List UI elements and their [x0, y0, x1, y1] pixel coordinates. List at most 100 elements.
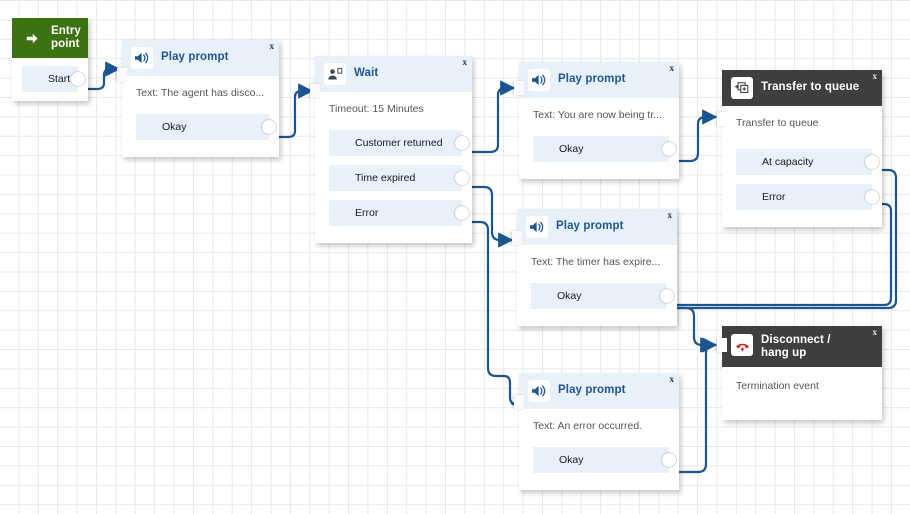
- body-spacer: [136, 100, 269, 114]
- close-icon[interactable]: x: [669, 63, 675, 73]
- port-row-customer-returned[interactable]: Customer returned: [329, 129, 469, 156]
- port-row-error[interactable]: Error: [329, 199, 469, 226]
- node-description-play-prompt-3: Text: The timer has expire...: [531, 256, 661, 268]
- node-description-wait: Timeout: 15 Minutes: [329, 103, 424, 115]
- node-play-prompt-4[interactable]: Play prompt x Text: An error occurred. O…: [514, 373, 679, 490]
- input-nub-play-prompt-3[interactable]: [512, 231, 522, 245]
- port-dot-okay[interactable]: [662, 141, 676, 156]
- node-footer-pad: [315, 234, 472, 243]
- input-nub-transfer-to-queue[interactable]: [717, 112, 727, 126]
- port-row-okay[interactable]: Okay: [533, 446, 676, 473]
- close-icon[interactable]: x: [462, 57, 468, 67]
- body-spacer: [531, 269, 667, 283]
- input-nub-play-prompt-1[interactable]: [117, 68, 127, 82]
- node-header-play-prompt-2: Play prompt x: [519, 62, 679, 98]
- port-row-at-capacity[interactable]: At capacity: [736, 148, 879, 175]
- person-wait-icon: [324, 63, 346, 85]
- transfer-queue-icon: [731, 77, 753, 99]
- port-label-okay: Okay: [557, 289, 582, 302]
- body-spacer: [533, 433, 669, 447]
- node-footer-pad: [722, 218, 882, 227]
- node-footer-pad: [519, 170, 679, 179]
- close-icon[interactable]: x: [872, 327, 878, 337]
- node-body-play-prompt-3: Text: The timer has expire... Okay: [517, 245, 677, 317]
- port-label-okay: Okay: [162, 120, 187, 133]
- node-description-transfer-to-queue: Transfer to queue: [736, 117, 819, 129]
- wire-wait-to-prompt2: [466, 80, 516, 154]
- input-nub-play-prompt-4[interactable]: [514, 395, 524, 409]
- port-row-start[interactable]: Start: [22, 66, 85, 93]
- speaker-icon: [528, 69, 550, 91]
- input-nub-disconnect-hang-up[interactable]: [717, 338, 727, 352]
- node-body-play-prompt-1: Text: The agent has disco... Okay: [122, 76, 279, 148]
- node-title-wait: Wait: [354, 67, 379, 80]
- speaker-icon: [528, 380, 550, 402]
- node-entry-point[interactable]: Entry point Start: [12, 18, 88, 102]
- port-dot-okay[interactable]: [660, 288, 674, 303]
- input-nub-play-prompt-2[interactable]: [514, 81, 524, 95]
- port-label-error: Error: [355, 206, 379, 219]
- wire-wait-to-prompt3: [466, 185, 514, 248]
- port-dot-okay[interactable]: [662, 452, 676, 467]
- node-body-play-prompt-2: Text: You are now being tr... Okay: [519, 98, 679, 170]
- node-title-play-prompt-4: Play prompt: [558, 384, 626, 397]
- wire-wait-to-prompt4: [466, 220, 526, 412]
- close-icon[interactable]: x: [269, 41, 275, 51]
- port-dot-okay[interactable]: [262, 119, 276, 134]
- node-header-transfer-to-queue: Transfer to queue x: [722, 70, 882, 106]
- node-footer-pad: [12, 92, 88, 101]
- node-body-entry-point: Start: [12, 58, 88, 93]
- port-label-start: Start: [48, 73, 71, 86]
- node-play-prompt-1[interactable]: Play prompt x Text: The agent has disco.…: [117, 40, 279, 157]
- node-header-play-prompt-3: Play prompt x: [517, 209, 677, 245]
- node-title-play-prompt-2: Play prompt: [558, 73, 626, 86]
- node-header-disconnect-hang-up: Disconnect / hang up x: [722, 326, 882, 368]
- node-description-play-prompt-4: Text: An error occurred.: [533, 420, 643, 432]
- node-description-play-prompt-1: Text: The agent has disco...: [136, 87, 265, 99]
- node-wait[interactable]: Wait x Timeout: 15 Minutes Customer retu…: [310, 56, 472, 243]
- phone-hangup-icon: [731, 334, 753, 356]
- close-icon[interactable]: x: [872, 71, 878, 81]
- port-dot-time-expired[interactable]: [455, 170, 469, 185]
- close-icon[interactable]: x: [669, 374, 675, 384]
- node-header-play-prompt-1: Play prompt x: [122, 40, 279, 76]
- node-play-prompt-2[interactable]: Play prompt x Text: You are now being tr…: [514, 62, 679, 179]
- node-header-wait: Wait x: [315, 56, 472, 92]
- port-row-okay[interactable]: Okay: [533, 135, 676, 162]
- node-body-transfer-to-queue: Transfer to queue At capacity Error: [722, 106, 882, 218]
- body-spacer: [329, 116, 462, 130]
- port-label-error: Error: [762, 190, 786, 203]
- arrow-right-into-box-icon: [21, 27, 43, 49]
- speaker-icon: [131, 47, 153, 69]
- node-description-disconnect-hang-up: Termination event: [736, 380, 819, 393]
- node-disconnect-hang-up[interactable]: Disconnect / hang up x Termination event: [717, 326, 882, 421]
- port-dot-error[interactable]: [455, 205, 469, 220]
- node-title-entry-point: Entry point: [51, 25, 81, 51]
- port-label-okay: Okay: [559, 453, 584, 466]
- port-row-error[interactable]: Error: [736, 183, 879, 210]
- node-body-wait: Timeout: 15 Minutes Customer returned Ti…: [315, 92, 472, 234]
- port-dot-start[interactable]: [71, 72, 85, 87]
- body-spacer: [533, 122, 669, 136]
- node-footer-pad: [519, 481, 679, 490]
- port-dot-customer-returned[interactable]: [455, 135, 469, 150]
- port-dot-error[interactable]: [865, 189, 879, 204]
- port-label-okay: Okay: [559, 142, 584, 155]
- input-nub-wait[interactable]: [310, 84, 320, 98]
- node-body-disconnect-hang-up: Termination event: [722, 367, 882, 421]
- node-transfer-to-queue[interactable]: Transfer to queue x Transfer to queue At…: [717, 70, 882, 227]
- port-row-time-expired[interactable]: Time expired: [329, 164, 469, 191]
- close-icon[interactable]: x: [667, 210, 673, 220]
- port-row-okay[interactable]: Okay: [531, 282, 674, 309]
- port-label-at-capacity: At capacity: [762, 155, 814, 168]
- node-footer-pad: [122, 148, 279, 157]
- port-label-time-expired: Time expired: [355, 171, 416, 184]
- port-row-okay[interactable]: Okay: [136, 113, 276, 140]
- node-title-disconnect-hang-up: Disconnect / hang up: [761, 334, 831, 360]
- port-dot-at-capacity[interactable]: [865, 154, 879, 169]
- node-header-play-prompt-4: Play prompt x: [519, 373, 679, 409]
- port-label-customer-returned: Customer returned: [355, 136, 443, 149]
- node-play-prompt-3[interactable]: Play prompt x Text: The timer has expire…: [512, 209, 677, 326]
- node-title-play-prompt-1: Play prompt: [161, 51, 229, 64]
